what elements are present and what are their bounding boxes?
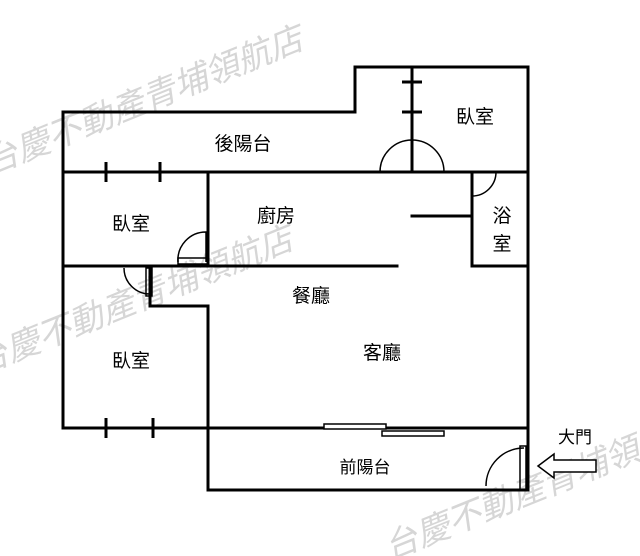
- window-ticks: [104, 80, 422, 438]
- door-bedroom-bottom-left: [123, 267, 153, 297]
- room-label-bathroom-2: 室: [492, 233, 511, 255]
- room-label-front-balcony: 前陽台: [340, 458, 391, 478]
- room-label-back-balcony: 後陽台: [214, 133, 271, 155]
- outer-walls: [61, 65, 530, 492]
- room-label-kitchen: 廚房: [257, 204, 295, 227]
- room-label-dining: 餐廳: [292, 285, 330, 307]
- room-label-bedroom-top-right: 臥室: [456, 106, 494, 128]
- entrance-arrow-icon: [536, 452, 597, 480]
- watermark-bottom: 台慶不動產青埔領航店: [378, 402, 640, 556]
- room-label-bedroom-left-top: 臥室: [112, 213, 150, 235]
- door-main: [485, 445, 527, 491]
- room-label-living: 客廳: [363, 342, 401, 364]
- door-back-balcony: [379, 139, 445, 174]
- door-bedroom-top-left: [177, 231, 209, 265]
- sliding-door: [323, 423, 445, 437]
- watermark-top: 台慶不動產青埔領航店: [0, 17, 313, 183]
- room-label-bathroom-1: 浴: [492, 205, 511, 227]
- main-door-label: 大門: [558, 428, 592, 448]
- watermark-middle: 台慶不動產青埔領航店: [0, 217, 303, 383]
- door-bathroom: [471, 171, 497, 197]
- room-label-bedroom-left-bottom: 臥室: [112, 350, 150, 372]
